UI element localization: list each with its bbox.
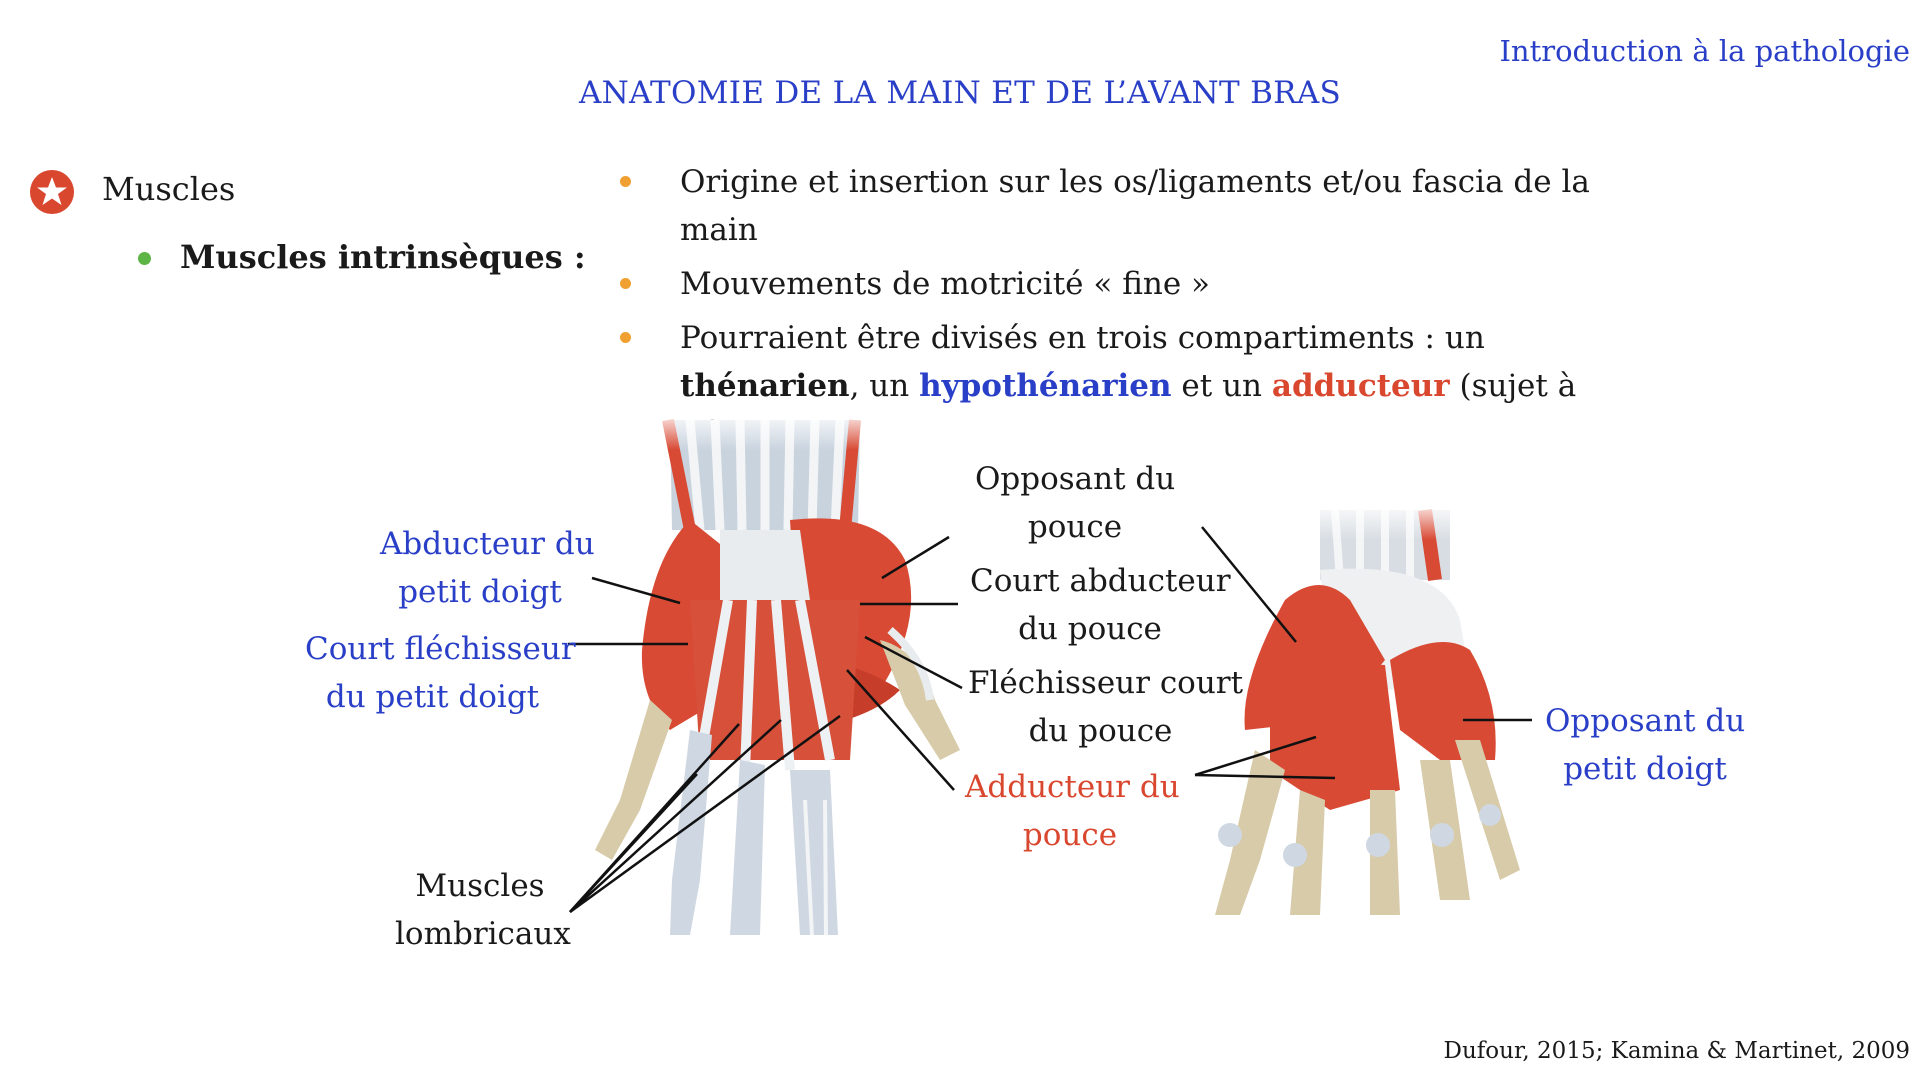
term-thenarien: thénarien (680, 368, 850, 404)
sub-item-label: Muscles intrinsèques : (180, 238, 586, 276)
left-hand-figure (595, 410, 960, 936)
term-hypothenarien: hypothénarien (919, 368, 1172, 404)
star-icon (30, 170, 74, 214)
label-court-abducteur-du-pouce: Court abducteur du pouce (970, 563, 1231, 647)
bullet-item: Origine et insertion sur les os/ligament… (616, 158, 1626, 254)
orange-bullet-icon (620, 278, 631, 289)
label-flechisseur-court-du-pouce: Fléchisseur court du pouce (968, 665, 1244, 749)
label-opposant-petit-doigt: Opposant du petit doigt (1545, 703, 1746, 787)
right-hand-figure (1190, 500, 1530, 915)
label-abducteur-petit-doigt: Abducteur du petit doigt (380, 526, 595, 610)
green-bullet-icon (138, 252, 151, 265)
leader-lines (568, 526, 1532, 914)
slide-title: ANATOMIE DE LA MAIN ET DE L’AVANT BRAS (578, 75, 1342, 111)
term-adducteur: adducteur (1271, 368, 1450, 404)
label-muscles-lombricaux: Muscles lombricaux (395, 868, 571, 952)
label-adducteur-du-pouce: Adducteur du pouce (965, 769, 1180, 853)
header-context: Introduction à la pathologie (1499, 34, 1910, 68)
orange-bullet-icon (620, 332, 631, 343)
label-court-flechisseur-petit-doigt: Court fléchisseur du petit doigt (305, 631, 576, 715)
source-citation: Dufour, 2015; Kamina & Martinet, 2009 (1443, 1038, 1910, 1064)
section-label: Muscles (102, 170, 236, 208)
orange-bullet-icon (620, 176, 631, 187)
bullet-item: Mouvements de motricité « fine » (616, 260, 1626, 308)
label-opposant-du-pouce: Opposant du pouce (975, 461, 1176, 545)
bullet-list: Origine et insertion sur les os/ligament… (616, 158, 1626, 464)
